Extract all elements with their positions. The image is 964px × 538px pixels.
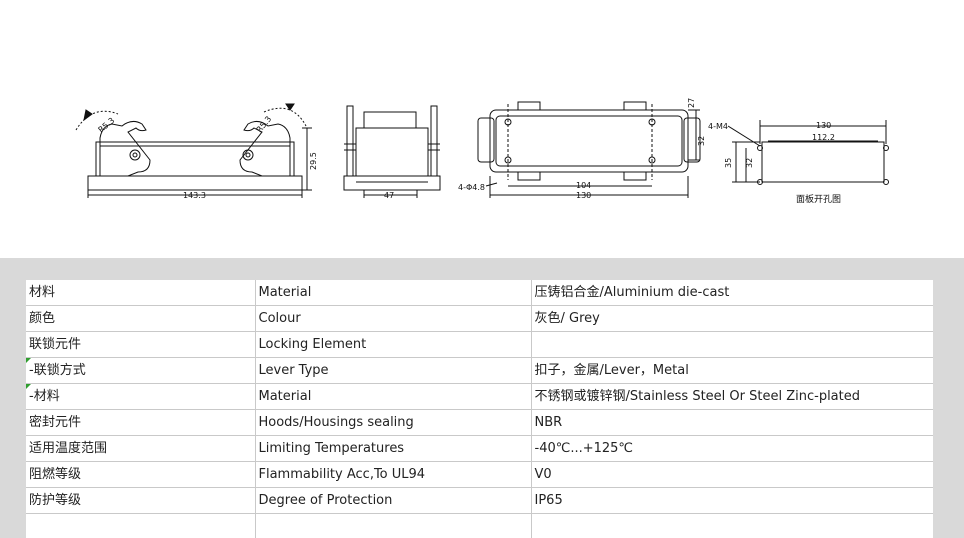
cutout-hole-label: 4-M4 bbox=[708, 122, 728, 131]
side-view-right-lever bbox=[239, 120, 291, 177]
spec-cell-en: Colour bbox=[255, 305, 532, 332]
side-view-height-dim: 29.5 bbox=[309, 152, 318, 170]
spec-cell-en: Locking Element bbox=[255, 331, 532, 358]
spec-cell-value: 不锈钢或镀锌钢/Stainless Steel Or Steel Zinc-pl… bbox=[531, 383, 933, 410]
cutout-view: 130 112.2 4-M4 35 32 面板开孔图 bbox=[708, 120, 889, 205]
top-view-width-outer: 130 bbox=[576, 191, 591, 200]
spec-cell-value: -40℃...+125℃ bbox=[531, 435, 933, 462]
spec-cell-en: Flammability Acc,To UL94 bbox=[255, 461, 532, 488]
end-view-width-dim: 47 bbox=[384, 191, 394, 200]
spec-cell-en: Material bbox=[255, 383, 532, 410]
spec-cell-empty bbox=[531, 514, 933, 538]
spec-cell-value: 灰色/ Grey bbox=[531, 305, 933, 332]
side-view-radius-right: R5.3 bbox=[255, 114, 274, 134]
side-view-radius-left: R5.3 bbox=[97, 116, 117, 135]
side-view-base bbox=[87, 175, 303, 191]
cutout-width-outer: 130 bbox=[816, 121, 831, 130]
top-view-width-inner: 104 bbox=[576, 181, 591, 190]
table-row-empty bbox=[26, 513, 933, 538]
spec-cell-cn: 材料 bbox=[26, 280, 256, 306]
spec-cell-cn: 适用温度范围 bbox=[26, 435, 256, 462]
cutout-outline bbox=[761, 141, 885, 183]
spec-cell-cn: 颜色 bbox=[26, 305, 256, 332]
comment-marker-icon bbox=[26, 384, 31, 389]
spec-cell-cn: 防护等级 bbox=[26, 487, 256, 514]
spec-cell-cn: 阻燃等级 bbox=[26, 461, 256, 488]
cutout-height-a: 35 bbox=[724, 158, 733, 168]
cutout-height-b: 32 bbox=[745, 158, 754, 168]
spec-cell-cn: 联锁元件 bbox=[26, 331, 256, 358]
spec-cell-value: 扣子，金属/Lever，Metal bbox=[531, 357, 933, 384]
spec-cell-en: Degree of Protection bbox=[255, 487, 532, 514]
spec-cell-en: Hoods/Housings sealing bbox=[255, 409, 532, 436]
top-view-height-a: 27 bbox=[687, 98, 696, 108]
top-view-hole-label: 4-Φ4.8 bbox=[458, 183, 485, 192]
side-view-body bbox=[95, 141, 295, 177]
spec-cell-value: 压铸铝合金/Aluminium die-cast bbox=[531, 280, 933, 306]
cutout-caption: 面板开孔图 bbox=[796, 193, 841, 205]
spec-cell-value: V0 bbox=[531, 461, 933, 488]
cutout-width-inner: 112.2 bbox=[812, 133, 835, 142]
top-view-outline bbox=[489, 109, 689, 173]
spec-cell-cn: -联锁方式 bbox=[26, 357, 256, 384]
spec-cell-value bbox=[531, 331, 933, 358]
top-view: 4-Φ4.8 104 130 27 32 bbox=[458, 98, 706, 200]
side-view-width-dim: 143.3 bbox=[183, 191, 206, 200]
spec-cell-en: Lever Type bbox=[255, 357, 532, 384]
spec-cell-en: Limiting Temperatures bbox=[255, 435, 532, 462]
spec-cell-value: NBR bbox=[531, 409, 933, 436]
spec-cell-empty bbox=[26, 513, 256, 538]
top-view-height-b: 32 bbox=[697, 136, 706, 146]
technical-drawing-area: R5.3 R5.3 143.3 29.5 bbox=[0, 0, 964, 258]
spec-cell-en: Material bbox=[255, 280, 532, 306]
end-view-top bbox=[363, 111, 417, 129]
spec-cell-value: IP65 bbox=[531, 487, 933, 514]
end-view-body bbox=[355, 127, 429, 177]
side-view: R5.3 R5.3 143.3 29.5 bbox=[75, 103, 318, 200]
spec-cell-cn: 密封元件 bbox=[26, 409, 256, 436]
end-view: 47 bbox=[343, 105, 441, 200]
spec-cell-cn: -材料 bbox=[26, 383, 256, 410]
side-view-left-lever bbox=[99, 120, 151, 177]
spec-cell-empty bbox=[255, 513, 532, 538]
comment-marker-icon bbox=[26, 358, 31, 363]
technical-drawing: R5.3 R5.3 143.3 29.5 bbox=[75, 98, 889, 205]
